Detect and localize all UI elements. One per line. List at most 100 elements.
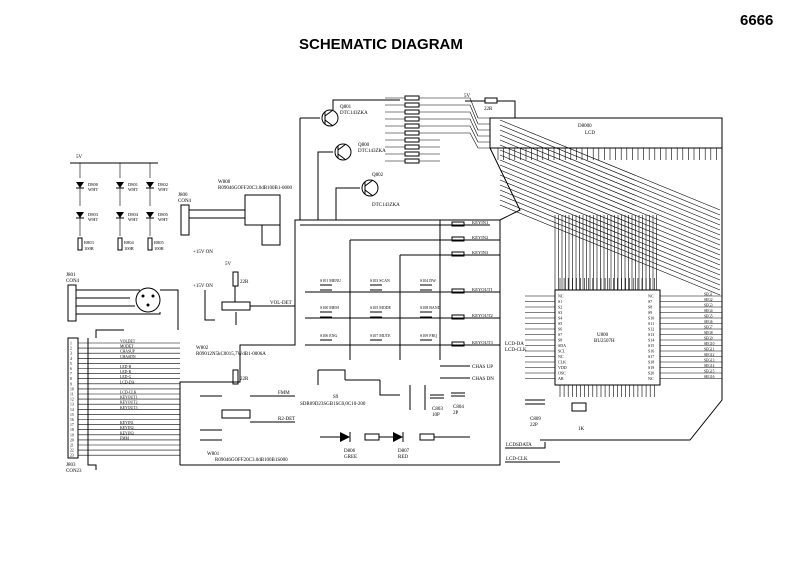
bus-diagonal (499, 149, 721, 241)
j803-pin-label: LED-R (120, 370, 132, 374)
j803-pin-number: 20 (70, 438, 74, 442)
svg-text:LCD-DA: LCD-DA (505, 342, 524, 347)
ic-right-pins: NCS7S8S9S10S11S12S13S14S15S16S17S18S19S2… (648, 294, 722, 381)
svg-text:W802: W802 (196, 346, 209, 351)
ic-left-pin-label: NC (558, 354, 564, 359)
switch-label: S101 MENU (320, 278, 341, 283)
lcd-com-line (440, 125, 490, 143)
led-resistor (77, 237, 83, 251)
svg-text:W801: W801 (207, 452, 220, 457)
resistor-ladder (385, 95, 490, 164)
resistor (404, 109, 420, 115)
svg-text:10P: 10P (432, 413, 440, 418)
led-symbol (76, 182, 84, 188)
lcd-com-line (440, 104, 490, 125)
key-resistor (451, 288, 465, 294)
bus-diagonal (499, 179, 721, 271)
seg-label: SEG2 (704, 298, 713, 302)
svg-text:S9: S9 (333, 395, 339, 400)
led-resistor (117, 237, 123, 251)
ic-right-pin-label: S8 (648, 305, 652, 310)
ic-right-pin-label: S14 (648, 338, 654, 343)
svg-text:5V: 5V (225, 262, 232, 267)
connector-j800: J800 CON4 W800 R09046GOFF20C3.0dB100B1-0… (178, 180, 293, 255)
svg-text:C804: C804 (453, 405, 464, 410)
lcd-com-line (440, 111, 490, 131)
bus-diagonal (499, 139, 721, 231)
svg-text:C809: C809 (530, 417, 541, 422)
key-net-label: KEYOUT1 (472, 287, 493, 292)
led-color: WHT (88, 217, 98, 222)
ic-left-pin-label: S5 (558, 321, 562, 326)
bus-diagonal (499, 129, 721, 221)
j803-pin-number: 8 (70, 377, 72, 381)
svg-text:CHAS DN: CHAS DN (472, 377, 494, 382)
resistor (404, 130, 420, 136)
svg-text:J803: J803 (66, 463, 76, 468)
transistor-q801: Q801 DTC143ZKA (299, 99, 400, 220)
svg-text:22R: 22R (484, 107, 493, 112)
svg-text:GREE: GREE (344, 455, 357, 460)
j803-pin-number: 23 (70, 454, 74, 458)
switch-label: S103 SCAN (370, 278, 390, 283)
j803-pin-number: 19 (70, 433, 74, 437)
key-resistor (451, 341, 465, 347)
switch-label: S105 MODE (370, 305, 392, 310)
seg-label: SEG9 (704, 337, 713, 341)
lcd-panel: D8000 LCD (489, 117, 723, 160)
resistor (404, 123, 420, 129)
led-label: D804 (128, 212, 139, 217)
j803-pin-number: 11 (70, 393, 74, 397)
seg-label: SEG4 (704, 309, 713, 313)
svg-text:22R: 22R (240, 280, 249, 285)
seg-label: SEG1 (704, 293, 713, 297)
ic-right-pin-label: S17 (648, 354, 654, 359)
j803-pin-label: LCD-CLK (120, 391, 137, 395)
j803-pin-number: 14 (70, 408, 74, 412)
ic-ref: U800 (597, 333, 609, 338)
led-resistor (147, 237, 153, 251)
svg-text:CON4: CON4 (66, 279, 80, 284)
lcd-to-ic-bus (489, 119, 723, 441)
j803-pin-number: 7 (70, 372, 72, 376)
ic-left-pin-label: S6 (558, 327, 562, 332)
svg-text:R09046GOFF20C3.0dB100B1S000: R09046GOFF20C3.0dB100B1S000 (215, 458, 288, 463)
switch-label: S100 MEM (320, 305, 339, 310)
svg-text:CHAS UP: CHAS UP (472, 365, 493, 370)
j803-pin-label: KEYOUT2 (120, 401, 138, 405)
ic-left-pin-label: S7 (558, 332, 562, 337)
seg-outputs: SEG1SEG2SEG3SEG4SEG5SEG6SEG7SEG8SEG9SEG1… (704, 293, 715, 380)
led-symbol (76, 212, 84, 218)
ic-right-pin-label: S11 (648, 321, 654, 326)
switch-label: S106 ENG (320, 333, 338, 338)
j803-pin-label: LED-G (120, 375, 132, 379)
j803-pin-number: 6 (70, 367, 72, 371)
ic-right-pin-label: S16 (648, 349, 654, 354)
bus-diagonal (499, 124, 721, 216)
ic-right-pin-label: S19 (648, 365, 654, 370)
ic-right-pin-label: NC (648, 294, 654, 299)
resistor (404, 95, 420, 101)
svg-text:Q801: Q801 (340, 105, 352, 110)
led-resistor-value: 100R (154, 246, 164, 251)
key-net-label: KEYIN2 (472, 235, 488, 240)
ic-top-pins (559, 278, 655, 290)
svg-text:Q800: Q800 (358, 143, 370, 148)
led-color: WHT (128, 217, 138, 222)
r800-supply: 5V 22R (464, 94, 516, 118)
seg-label: SEG15 (704, 370, 715, 374)
ic-right-pin-label: S9 (648, 310, 652, 315)
seg-label: SEG16 (704, 375, 715, 379)
ic-left-pin-label: NC (558, 294, 564, 299)
pot-w802: 5V 22R VOL-DET W802 R09012N5kC0015,7WdB1… (193, 262, 295, 357)
j803-pin-number: 15 (70, 413, 74, 417)
svg-text:W800: W800 (218, 180, 231, 185)
seg-label: SEG5 (704, 315, 713, 319)
resistor (404, 151, 420, 157)
bus-diagonal (499, 194, 721, 286)
j803-pin-number: 12 (70, 398, 74, 402)
j803-pin-number: 1 (70, 342, 72, 346)
